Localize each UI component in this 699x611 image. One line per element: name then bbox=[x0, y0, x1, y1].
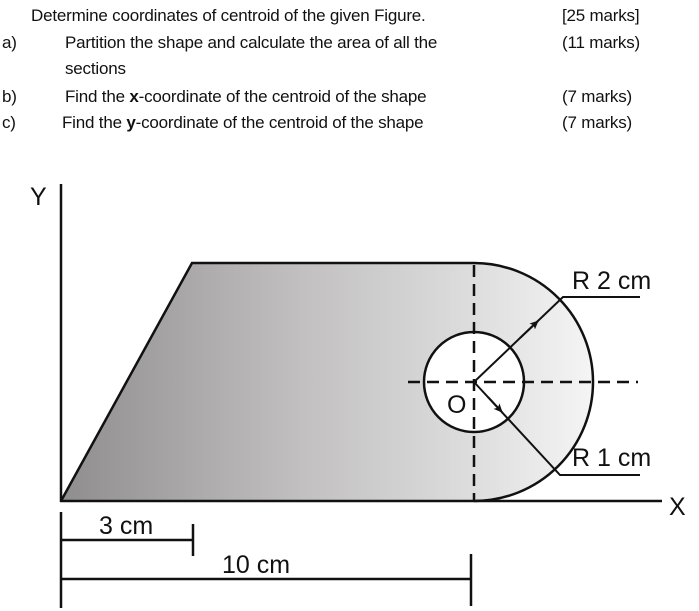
outer-radius-arrow-icon bbox=[519, 320, 539, 339]
part-c-text-pre: Find the bbox=[62, 113, 127, 132]
outer-radius-label: R 2 cm bbox=[572, 267, 651, 295]
part-b-label: b) bbox=[2, 87, 17, 106]
part-b-marks: (7 marks) bbox=[562, 87, 632, 106]
part-c-text-bold: y bbox=[126, 113, 136, 132]
part-a-label: a) bbox=[2, 33, 17, 52]
x-axis-label: X bbox=[669, 493, 686, 521]
y-axis-label: Y bbox=[30, 183, 47, 211]
outer-radius-leader bbox=[473, 296, 640, 383]
part-b-text-post: -coordinate of the centroid of the shape bbox=[138, 87, 427, 106]
part-b-text: Find the x-coordinate of the centroid of… bbox=[65, 87, 427, 107]
part-a-marks: (11 marks) bbox=[562, 33, 640, 52]
part-b-text-pre: Find the bbox=[65, 87, 130, 106]
part-a-text: Partition the shape and calculate the ar… bbox=[65, 33, 438, 52]
center-label: O bbox=[447, 391, 466, 419]
part-c-label: c) bbox=[2, 113, 16, 132]
inner-radius-label: R 1 cm bbox=[572, 444, 651, 472]
shaded-shape bbox=[61, 263, 593, 501]
inner-radius-leader bbox=[473, 381, 640, 476]
dim-large-label: 10 cm bbox=[222, 551, 290, 579]
total-marks: [25 marks] bbox=[562, 6, 640, 25]
part-c-marks: (7 marks) bbox=[562, 113, 632, 132]
part-a-text-line2: sections bbox=[65, 59, 126, 78]
part-c-text: Find the y-coordinate of the centroid of… bbox=[62, 113, 424, 133]
shape-outline bbox=[59, 261, 595, 503]
inner-radius-arrow-icon bbox=[487, 396, 503, 413]
question-title: Determine coordinates of centroid of the… bbox=[31, 6, 426, 25]
part-b-text-bold: x bbox=[129, 87, 139, 106]
part-c-text-post: -coordinate of the centroid of the shape bbox=[135, 113, 424, 132]
dim-small-label: 3 cm bbox=[99, 512, 153, 540]
